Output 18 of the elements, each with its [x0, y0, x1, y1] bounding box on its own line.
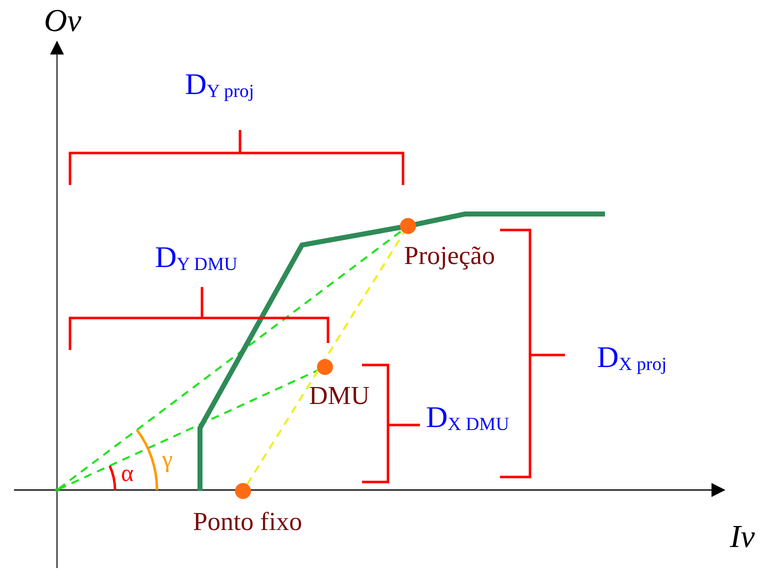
- distance-label: D$_{Y DMU}$: [155, 243, 238, 274]
- dashed-line: [58, 369, 318, 490]
- point-marker: [55, 488, 59, 492]
- axis-title: Ov: [44, 4, 82, 36]
- point-label: DMU: [309, 383, 370, 409]
- distance-label: D$_{Y proj}$: [185, 70, 254, 102]
- dashed-line: [58, 230, 402, 490]
- distance-label: D$_{X proj}$: [597, 343, 667, 374]
- point-label: Ponto fixo: [193, 509, 302, 535]
- point-label: Projeção: [404, 243, 495, 269]
- point-marker: [317, 359, 333, 375]
- axis-title: Iv: [730, 520, 755, 552]
- point-marker: [400, 218, 416, 234]
- angle-label: γ: [162, 448, 173, 472]
- angle-label: α: [121, 462, 134, 486]
- distance-label: D$_{X DMU}$: [426, 403, 510, 434]
- point-marker: [235, 483, 251, 499]
- dashed-line: [246, 232, 405, 485]
